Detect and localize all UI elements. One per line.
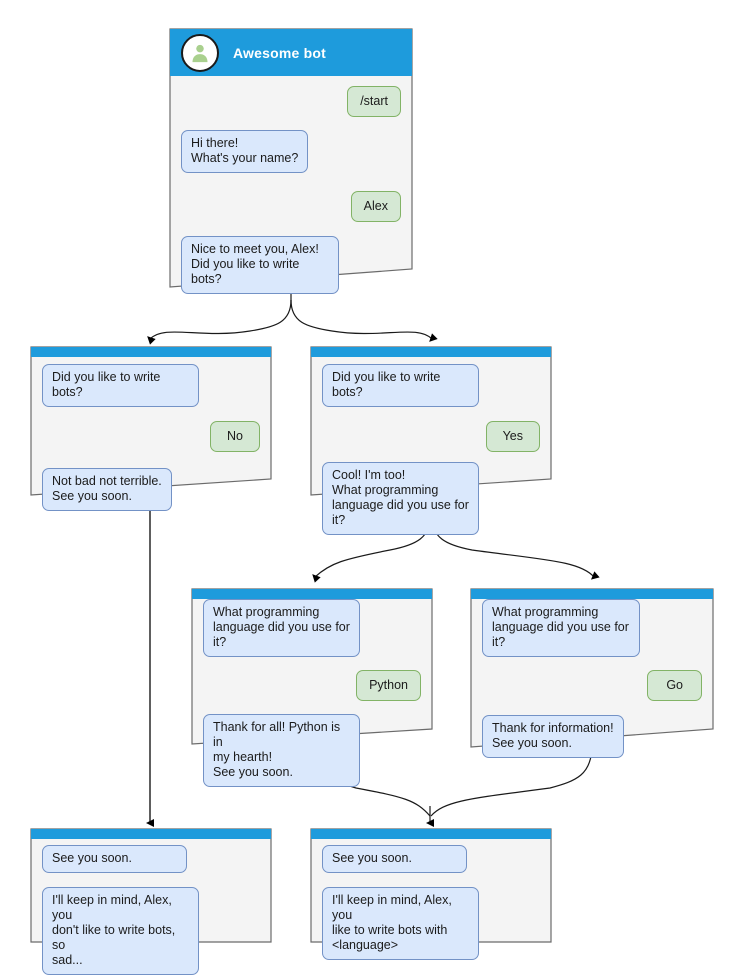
message-row: Yes xyxy=(322,421,540,452)
message-row: Nice to meet you, Alex! Did you like to … xyxy=(181,236,401,294)
bot-message-bubble[interactable]: I'll keep in mind, Alex, you like to wri… xyxy=(322,887,479,960)
message-row: Did you like to write bots? xyxy=(322,364,540,407)
message-row: Python xyxy=(203,670,421,701)
node-yes-branch-body: Did you like to write bots? Yes Cool! I'… xyxy=(311,347,551,535)
node-end-happy-body: See you soon. I'll keep in mind, Alex, y… xyxy=(311,829,551,960)
bot-titlebar: Awesome bot xyxy=(170,29,412,76)
bot-message-bubble[interactable]: What programming language did you use fo… xyxy=(482,599,641,657)
message-row: I'll keep in mind, Alex, you don't like … xyxy=(42,887,260,975)
user-message-bubble[interactable]: Go xyxy=(647,670,702,701)
message-row: /start xyxy=(181,86,401,117)
user-message-bubble[interactable]: Yes xyxy=(485,421,540,452)
bot-message-bubble[interactable]: Did you like to write bots? xyxy=(322,364,479,407)
bot-message-bubble[interactable]: See you soon. xyxy=(42,845,187,873)
node-root-body: Awesome bot /start Hi there! What's your… xyxy=(170,29,412,294)
node-no-branch-body: Did you like to write bots? No Not bad n… xyxy=(31,347,271,511)
node-end-sad[interactable]: See you soon. I'll keep in mind, Alex, y… xyxy=(30,828,272,975)
chat-python-branch: What programming language did you use fo… xyxy=(192,597,432,787)
node-header-bar xyxy=(471,589,713,599)
node-header-bar xyxy=(311,829,551,839)
node-yes-branch[interactable]: Did you like to write bots? Yes Cool! I'… xyxy=(310,346,552,535)
chat-end-sad: See you soon. I'll keep in mind, Alex, y… xyxy=(31,839,271,975)
node-header-bar xyxy=(311,347,551,357)
chat-no-branch: Did you like to write bots? No Not bad n… xyxy=(31,357,271,511)
message-row: No xyxy=(42,421,260,452)
node-end-happy[interactable]: See you soon. I'll keep in mind, Alex, y… xyxy=(310,828,552,960)
node-end-sad-body: See you soon. I'll keep in mind, Alex, y… xyxy=(31,829,271,975)
message-row: Go xyxy=(482,670,702,701)
bot-message-bubble[interactable]: I'll keep in mind, Alex, you don't like … xyxy=(42,887,199,975)
user-message-bubble[interactable]: No xyxy=(210,421,260,452)
node-header-bar xyxy=(31,829,271,839)
message-row: Thank for information! See you soon. xyxy=(482,715,702,758)
bot-message-bubble[interactable]: Nice to meet you, Alex! Did you like to … xyxy=(181,236,340,294)
message-row: See you soon. xyxy=(42,845,260,873)
message-row: I'll keep in mind, Alex, you like to wri… xyxy=(322,887,540,960)
message-row: Not bad not terrible. See you soon. xyxy=(42,468,260,511)
bot-message-bubble[interactable]: See you soon. xyxy=(322,845,467,873)
node-header-bar xyxy=(192,589,432,599)
message-row: What programming language did you use fo… xyxy=(203,599,421,657)
message-row: What programming language did you use fo… xyxy=(482,599,702,657)
message-row: Did you like to write bots? xyxy=(42,364,260,407)
message-row: Cool! I'm too! What programming language… xyxy=(322,462,540,535)
node-python-branch-body: What programming language did you use fo… xyxy=(192,589,432,787)
message-row: Alex xyxy=(181,191,401,222)
user-message-bubble[interactable]: /start xyxy=(347,86,401,117)
bot-name-label: Awesome bot xyxy=(233,44,326,61)
bot-message-bubble[interactable]: Did you like to write bots? xyxy=(42,364,199,407)
chat-yes-branch: Did you like to write bots? Yes Cool! I'… xyxy=(311,357,551,535)
user-message-bubble[interactable]: Alex xyxy=(350,191,401,222)
node-root[interactable]: Awesome bot /start Hi there! What's your… xyxy=(169,28,413,294)
bot-message-bubble[interactable]: Cool! I'm too! What programming language… xyxy=(322,462,479,535)
user-message-bubble[interactable]: Python xyxy=(356,670,421,701)
message-row: See you soon. xyxy=(322,845,540,873)
bot-message-bubble[interactable]: What programming language did you use fo… xyxy=(203,599,360,657)
person-avatar-icon xyxy=(181,33,219,72)
node-go-branch-body: What programming language did you use fo… xyxy=(471,589,713,758)
node-header-bar xyxy=(31,347,271,357)
node-go-branch[interactable]: What programming language did you use fo… xyxy=(470,588,714,758)
message-row: Hi there! What's your name? xyxy=(181,130,401,173)
chat-go-branch: What programming language did you use fo… xyxy=(471,597,713,758)
bot-message-bubble[interactable]: Not bad not terrible. See you soon. xyxy=(42,468,172,511)
node-no-branch[interactable]: Did you like to write bots? No Not bad n… xyxy=(30,346,272,511)
bot-message-bubble[interactable]: Thank for information! See you soon. xyxy=(482,715,624,758)
message-row: Thank for all! Python is in my hearth! S… xyxy=(203,714,421,787)
node-python-branch[interactable]: What programming language did you use fo… xyxy=(191,588,433,787)
chat-root: /start Hi there! What's your name? Alex … xyxy=(170,76,412,294)
bot-message-bubble[interactable]: Thank for all! Python is in my hearth! S… xyxy=(203,714,360,787)
chat-end-happy: See you soon. I'll keep in mind, Alex, y… xyxy=(311,839,551,960)
bot-message-bubble[interactable]: Hi there! What's your name? xyxy=(181,130,309,173)
